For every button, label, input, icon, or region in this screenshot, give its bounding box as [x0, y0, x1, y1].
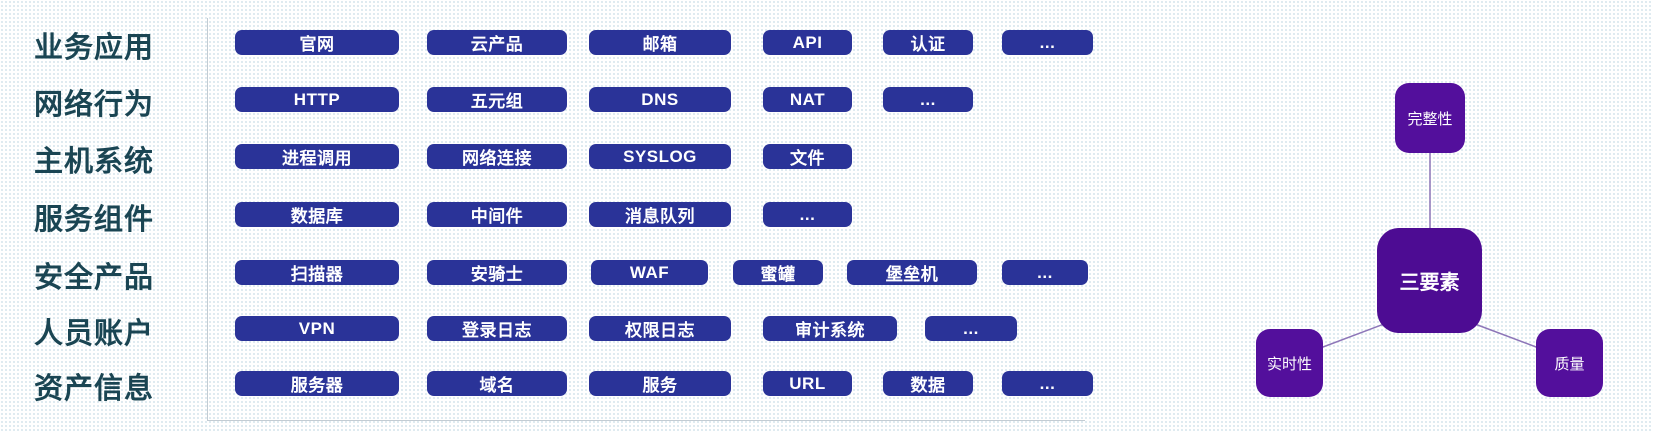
data-source-badge: 服务 [589, 371, 731, 396]
node-three-elements: 三要素 [1377, 228, 1482, 333]
data-source-badge: 扫描器 [235, 260, 399, 285]
data-source-badge: 域名 [427, 371, 567, 396]
data-source-badge: URL [763, 371, 852, 396]
category-label: 网络行为 [34, 89, 155, 121]
data-source-badge: 云产品 [427, 30, 567, 55]
data-source-badge: 文件 [763, 144, 852, 169]
data-source-badge: 邮箱 [589, 30, 731, 55]
category-label: 资产信息 [34, 373, 155, 405]
data-source-badge: NAT [763, 87, 852, 112]
axis-line-vertical [207, 18, 208, 421]
data-source-badge: 登录日志 [427, 316, 567, 341]
data-source-badge: ... [1002, 30, 1093, 55]
data-source-badge: 堡垒机 [847, 260, 977, 285]
data-source-badge: HTTP [235, 87, 399, 112]
category-label: 服务组件 [34, 204, 155, 236]
data-source-badge: 服务器 [235, 371, 399, 396]
category-label: 安全产品 [34, 262, 155, 294]
data-source-badge: 数据库 [235, 202, 399, 227]
node-completeness: 完整性 [1395, 83, 1465, 153]
data-source-badge: 蜜罐 [733, 260, 823, 285]
category-label: 人员账户 [34, 318, 155, 350]
data-source-badge: 五元组 [427, 87, 567, 112]
data-source-badge: 消息队列 [589, 202, 731, 227]
data-source-badge: 认证 [883, 30, 973, 55]
data-source-badge: 审计系统 [763, 316, 897, 341]
data-source-badge: ... [925, 316, 1017, 341]
data-source-badge: 中间件 [427, 202, 567, 227]
data-source-badge: WAF [591, 260, 708, 285]
node-realtime: 实时性 [1256, 329, 1323, 397]
data-source-badge: DNS [589, 87, 731, 112]
data-source-badge: ... [763, 202, 852, 227]
data-source-badge: 官网 [235, 30, 399, 55]
data-source-badge: ... [1002, 260, 1088, 285]
data-source-badge: VPN [235, 316, 399, 341]
axis-line-horizontal [207, 420, 1085, 421]
data-source-badge: ... [1002, 371, 1093, 396]
category-label: 主机系统 [34, 146, 155, 178]
data-source-badge: ... [883, 87, 973, 112]
node-quality: 质量 [1536, 329, 1603, 397]
data-source-badge: SYSLOG [589, 144, 731, 169]
data-source-badge: 进程调用 [235, 144, 399, 169]
data-source-badge: 安骑士 [427, 260, 567, 285]
data-source-badge: API [763, 30, 852, 55]
data-source-badge: 权限日志 [589, 316, 731, 341]
category-label: 业务应用 [34, 32, 155, 64]
data-source-badge: 网络连接 [427, 144, 567, 169]
data-source-badge: 数据 [883, 371, 973, 396]
